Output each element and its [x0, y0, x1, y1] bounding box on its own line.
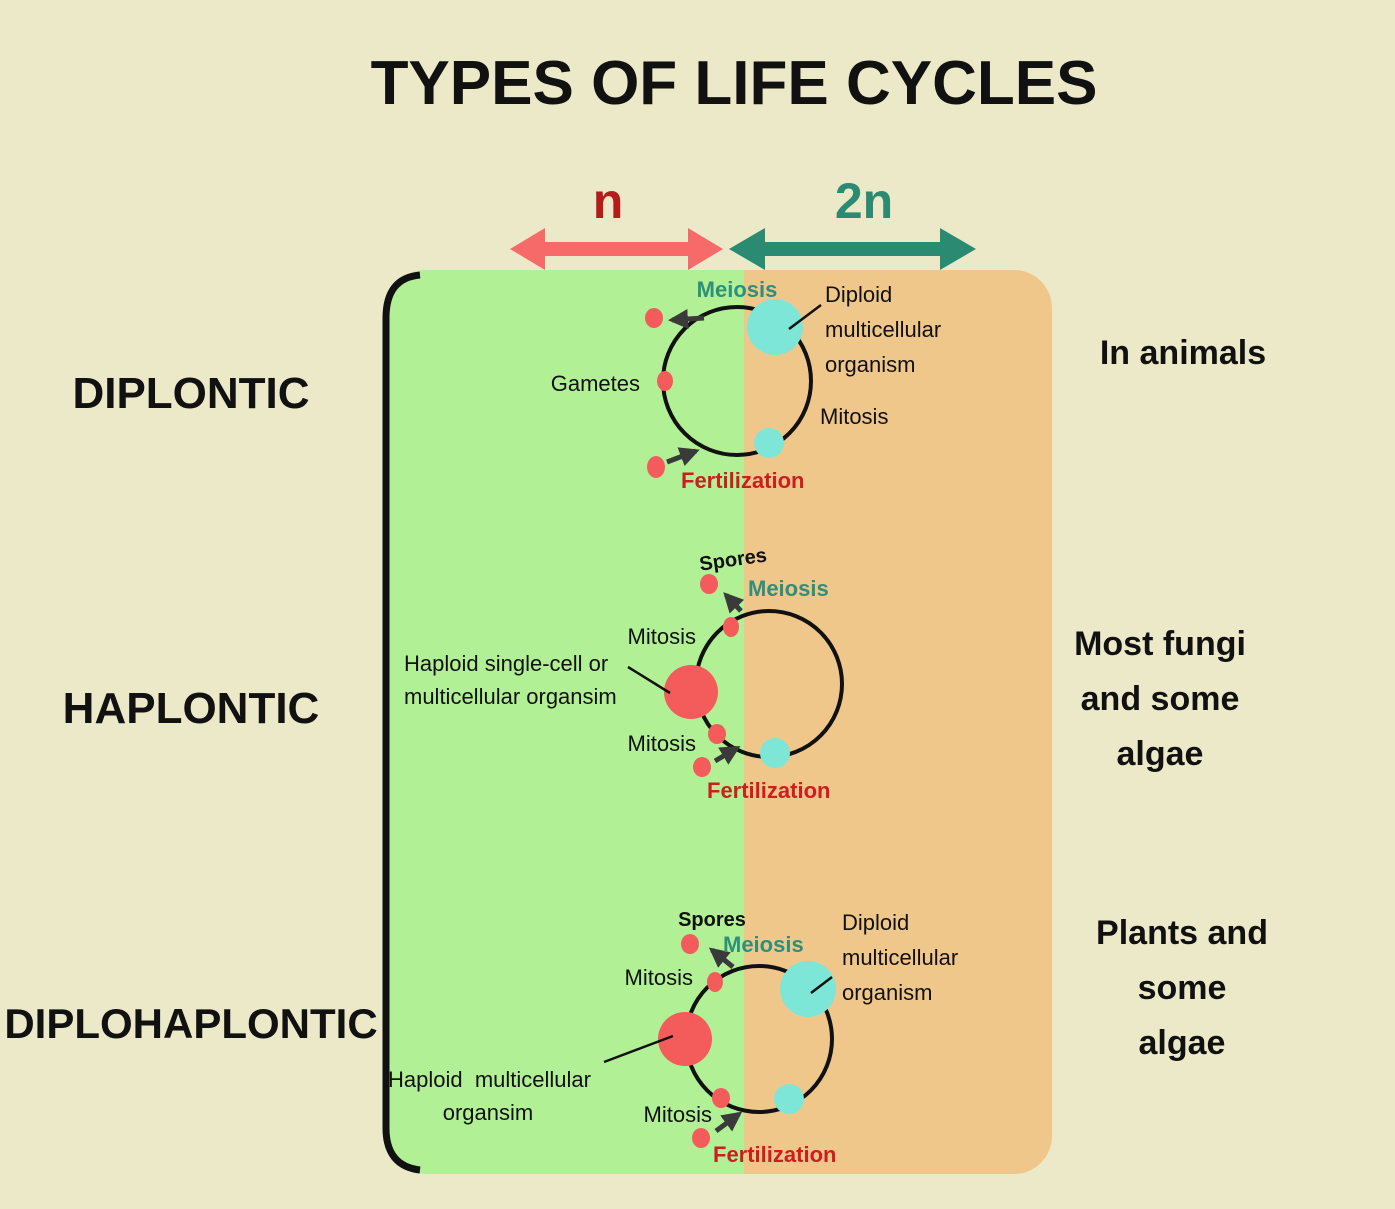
meiosis-arrow	[708, 947, 735, 969]
spore-cell	[700, 574, 718, 594]
meiosis-arrow	[723, 592, 745, 614]
diplohaplontic-examples-line-3: algae	[1139, 1024, 1226, 1062]
haploid-panel	[388, 270, 744, 1174]
diplohaplontic-diploid-label-line-2: multicellular	[842, 945, 958, 970]
haplontic-examples: Most fungi and some algae	[1074, 625, 1246, 773]
diplohaplontic-mitosis-bottom-label: Mitosis	[644, 1102, 712, 1127]
diplohaplontic-haploid-label-line-2: organsim	[443, 1100, 533, 1125]
meiosis-arrow	[668, 309, 705, 329]
diploid-organism-pointer-line	[810, 976, 833, 994]
diplontic-gametes-label: Gametes	[551, 371, 640, 396]
diploid-range-arrow	[729, 228, 976, 270]
diplontic-examples: In animals	[1100, 334, 1266, 372]
haploid-cell	[723, 617, 739, 637]
haploid-label: n	[593, 173, 624, 229]
gamete-cell	[712, 1088, 730, 1108]
diplohaplontic-label: DIPLOHAPLONTIC	[4, 1000, 377, 1047]
diploid-panel	[744, 270, 1052, 1174]
diploid-organism-cell	[780, 961, 836, 1017]
haplontic-examples-line-1: Most fungi	[1074, 625, 1246, 663]
diploid-organism-label-line-2: multicellular	[825, 317, 941, 342]
diplohaplontic-cycle: Spores Meiosis Mitosis Mitosis Fertiliza…	[388, 909, 958, 1167]
gamete-cell	[657, 371, 673, 391]
diploid-organism-label-line-3: organism	[825, 352, 915, 377]
diploid-organism-cell	[747, 299, 803, 355]
haploid-cell	[707, 972, 723, 992]
haplontic-examples-line-2: and some	[1081, 680, 1240, 718]
diplontic-fertilization-label: Fertilization	[681, 468, 804, 493]
zygote-cell	[760, 738, 790, 768]
zygote-cell	[754, 428, 784, 458]
organism-pointer-line	[788, 304, 822, 330]
gamete-cell	[647, 456, 665, 478]
gamete-cell	[692, 1128, 710, 1148]
haplontic-meiosis-label: Meiosis	[748, 576, 829, 601]
gamete-cell	[693, 757, 711, 777]
haplontic-examples-line-3: algae	[1117, 735, 1204, 773]
haplontic-fertilization-label: Fertilization	[707, 778, 830, 803]
zygote-cell	[774, 1084, 804, 1114]
haplontic-label: HAPLONTIC	[63, 684, 320, 733]
fertilization-arrow	[713, 745, 741, 765]
diplohaplontic-examples: Plants and some algae	[1096, 914, 1268, 1062]
haplontic-mitosis-bottom-label: Mitosis	[628, 731, 696, 756]
spore-cell	[681, 934, 699, 954]
gamete-cell	[708, 724, 726, 744]
haploid-range-arrow	[510, 228, 723, 270]
haploid-organism-label-line-1: Haploid single-cell or	[404, 651, 608, 676]
diplohaplontic-diploid-label-line-3: organism	[842, 980, 932, 1005]
haploid-organism-cell	[658, 1012, 712, 1066]
diplohaplontic-examples-line-1: Plants and	[1096, 914, 1268, 952]
diplohaplontic-fertilization-label: Fertilization	[713, 1142, 836, 1167]
haplontic-cycle: Spores Meiosis Mitosis Mitosis Fertiliza…	[404, 544, 844, 803]
diplontic-cycle: Meiosis Gametes Mitosis Fertilization Di…	[551, 277, 941, 493]
haplontic-mitosis-top-label: Mitosis	[628, 624, 696, 649]
haploid-organism-pointer-line	[603, 1034, 674, 1064]
haploid-organism-label-line-2: multicellular organsim	[404, 684, 617, 709]
gamete-cell	[645, 308, 663, 328]
diplontic-meiosis-label: Meiosis	[697, 277, 778, 302]
fertilization-arrow	[666, 447, 700, 467]
organism-pointer-line	[627, 665, 671, 695]
diplontic-mitosis-label: Mitosis	[820, 404, 888, 429]
fertilization-arrow	[714, 1111, 743, 1134]
diplohaplontic-spores-label: Spores	[678, 909, 746, 931]
diplohaplontic-diploid-label-line-1: Diploid	[842, 910, 909, 935]
diplohaplontic-haploid-label-line-1: Haploid multicellular	[388, 1067, 591, 1092]
diplontic-label: DIPLONTIC	[72, 369, 309, 418]
haploid-organism-cell	[664, 665, 718, 719]
diplohaplontic-examples-line-2: some	[1138, 969, 1227, 1007]
group-bracket	[382, 271, 421, 1174]
page-title: TYPES OF LIFE CYCLES	[371, 49, 1098, 118]
diplohaplontic-meiosis-label: Meiosis	[723, 932, 804, 957]
diplohaplontic-mitosis-top-label: Mitosis	[625, 965, 693, 990]
diploid-organism-label-line-1: Diploid	[825, 282, 892, 307]
diploid-label: 2n	[835, 173, 893, 229]
